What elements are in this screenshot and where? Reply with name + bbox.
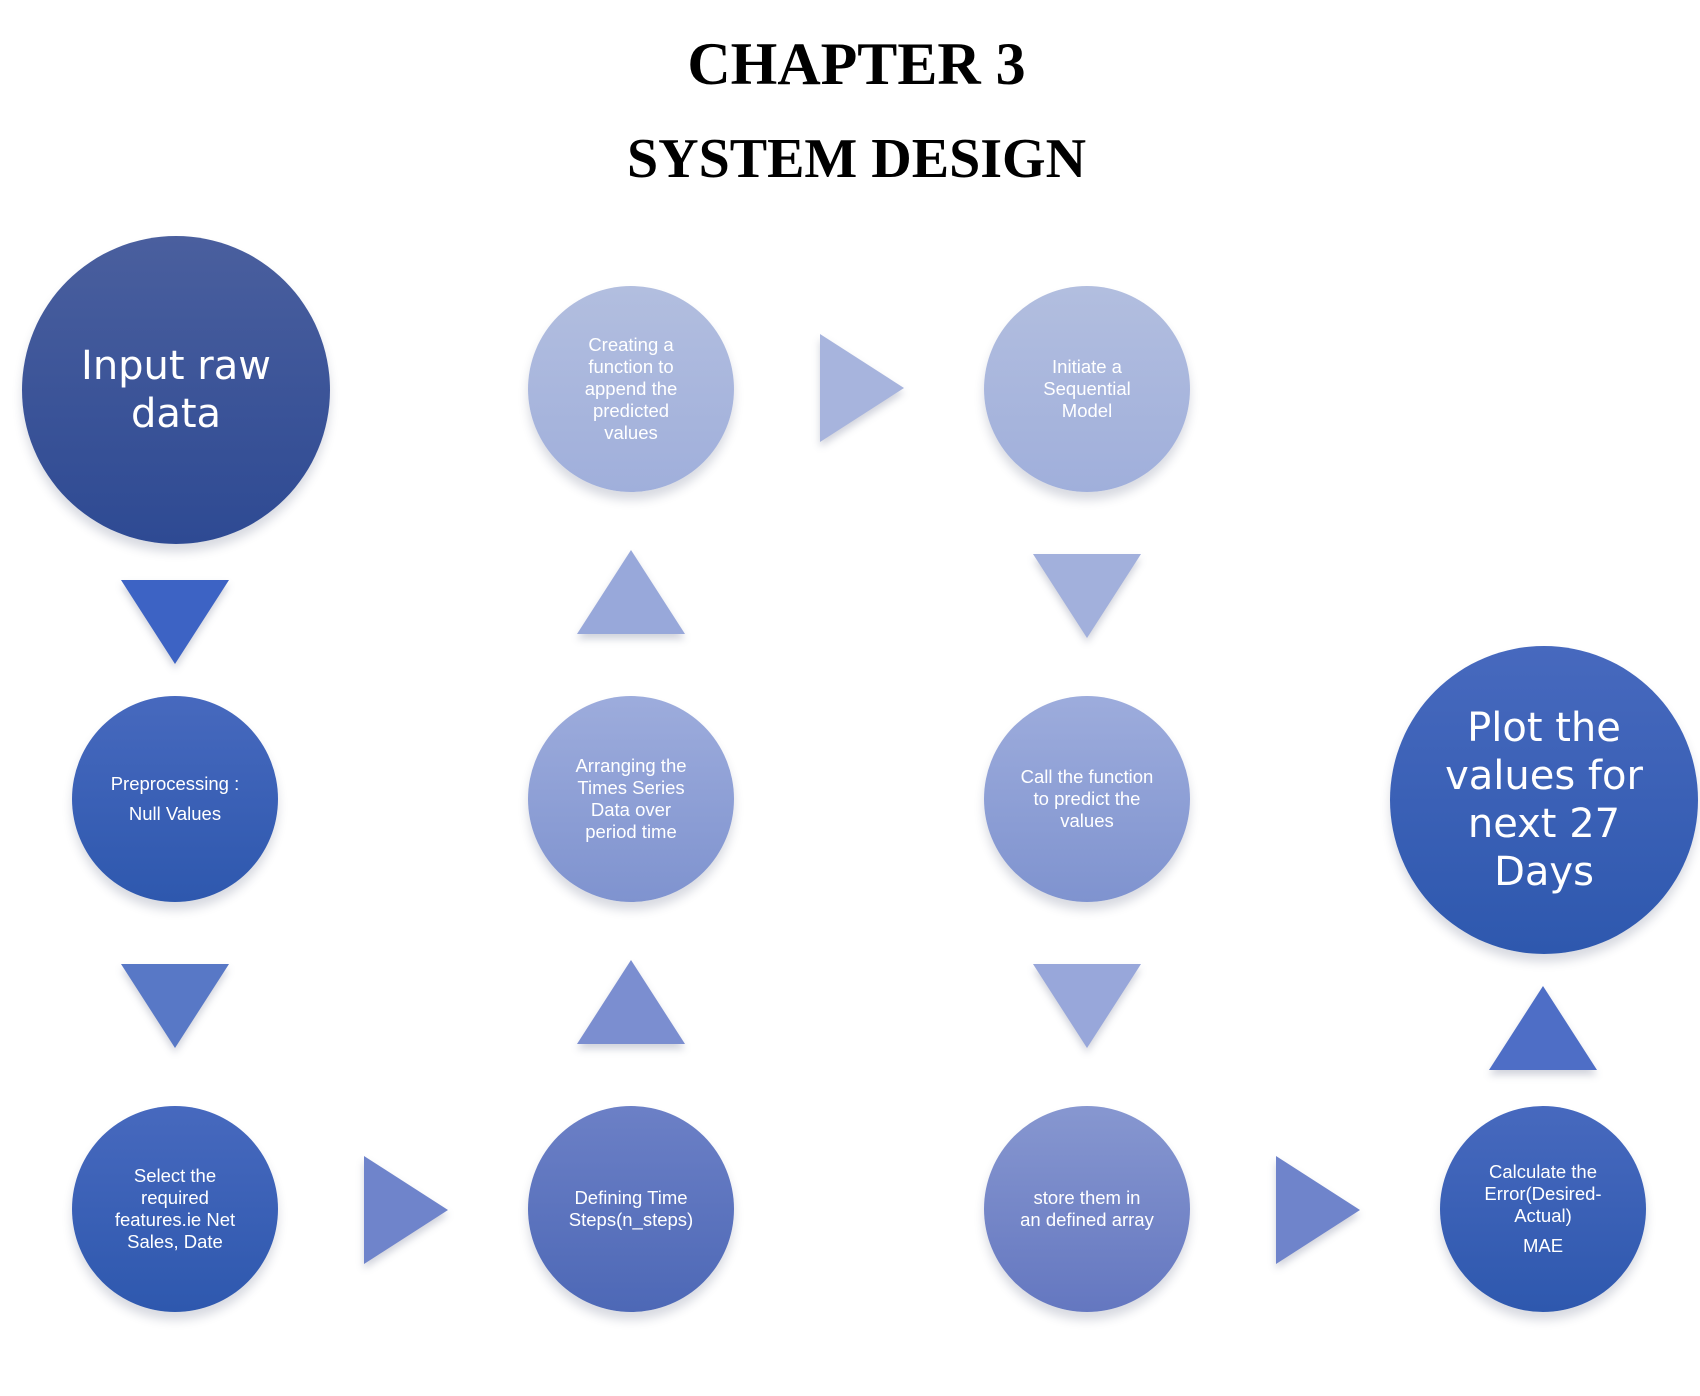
- arrow-right-icon: [820, 334, 904, 442]
- node-select-features: Select the required features.ie Net Sale…: [72, 1106, 278, 1312]
- arrow-down-icon: [1033, 554, 1141, 638]
- node-input-raw-data-label: Input raw data: [81, 343, 271, 437]
- node-creating-function-label: Creating a function to append the predic…: [584, 333, 678, 444]
- node-initiate-model: Initiate a Sequential Model: [984, 286, 1190, 492]
- node-arranging-series: Arranging the Times Series Data over per…: [528, 696, 734, 902]
- node-creating-function: Creating a function to append the predic…: [528, 286, 734, 492]
- node-input-raw-data: Input raw data: [22, 236, 330, 544]
- arrow-up-icon: [577, 960, 685, 1044]
- arrow-down-icon: [121, 964, 229, 1048]
- arrow-right-icon: [1276, 1156, 1360, 1264]
- chapter-heading: CHAPTER 3: [687, 31, 1026, 97]
- node-plot-values: Plot the values for next 27 Days: [1390, 646, 1698, 954]
- node-calculate-error: Calculate the Error(Desired- Actual) MAE: [1440, 1106, 1646, 1312]
- arrow-up-icon: [1489, 986, 1597, 1070]
- arrow-down-icon: [1033, 964, 1141, 1048]
- node-preprocessing: Preprocessing : Null Values: [72, 696, 278, 902]
- node-select-features-label: Select the required features.ie Net Sale…: [114, 1164, 236, 1253]
- node-preprocessing-label: Preprocessing :: [110, 772, 240, 794]
- node-initiate-model-label: Initiate a Sequential Model: [1043, 355, 1131, 422]
- arrow-right-icon: [364, 1156, 448, 1264]
- arrow-up-icon: [577, 550, 685, 634]
- node-call-function: Call the function to predict the values: [984, 696, 1190, 902]
- node-preprocessing-detail: Null Values: [128, 803, 222, 824]
- node-calculate-error-label: Calculate the Error(Desired- Actual): [1484, 1160, 1602, 1226]
- node-arranging-series-label: Arranging the Times Series Data over per…: [575, 754, 687, 843]
- node-defining-time-steps-label: Defining Time Steps(n_steps): [568, 1186, 694, 1230]
- node-plot-values-label: Plot the values for next 27 Days: [1445, 705, 1643, 895]
- section-title: SYSTEM DESIGN: [626, 128, 1087, 190]
- node-store-array-label: store them in an defined array: [1020, 1186, 1154, 1230]
- node-defining-time-steps: Defining Time Steps(n_steps): [528, 1106, 734, 1312]
- arrow-down-icon: [121, 580, 229, 664]
- node-calculate-error-metric: MAE: [1522, 1235, 1564, 1257]
- node-call-function-label: Call the function to predict the values: [1020, 765, 1154, 832]
- node-store-array: store them in an defined array: [984, 1106, 1190, 1312]
